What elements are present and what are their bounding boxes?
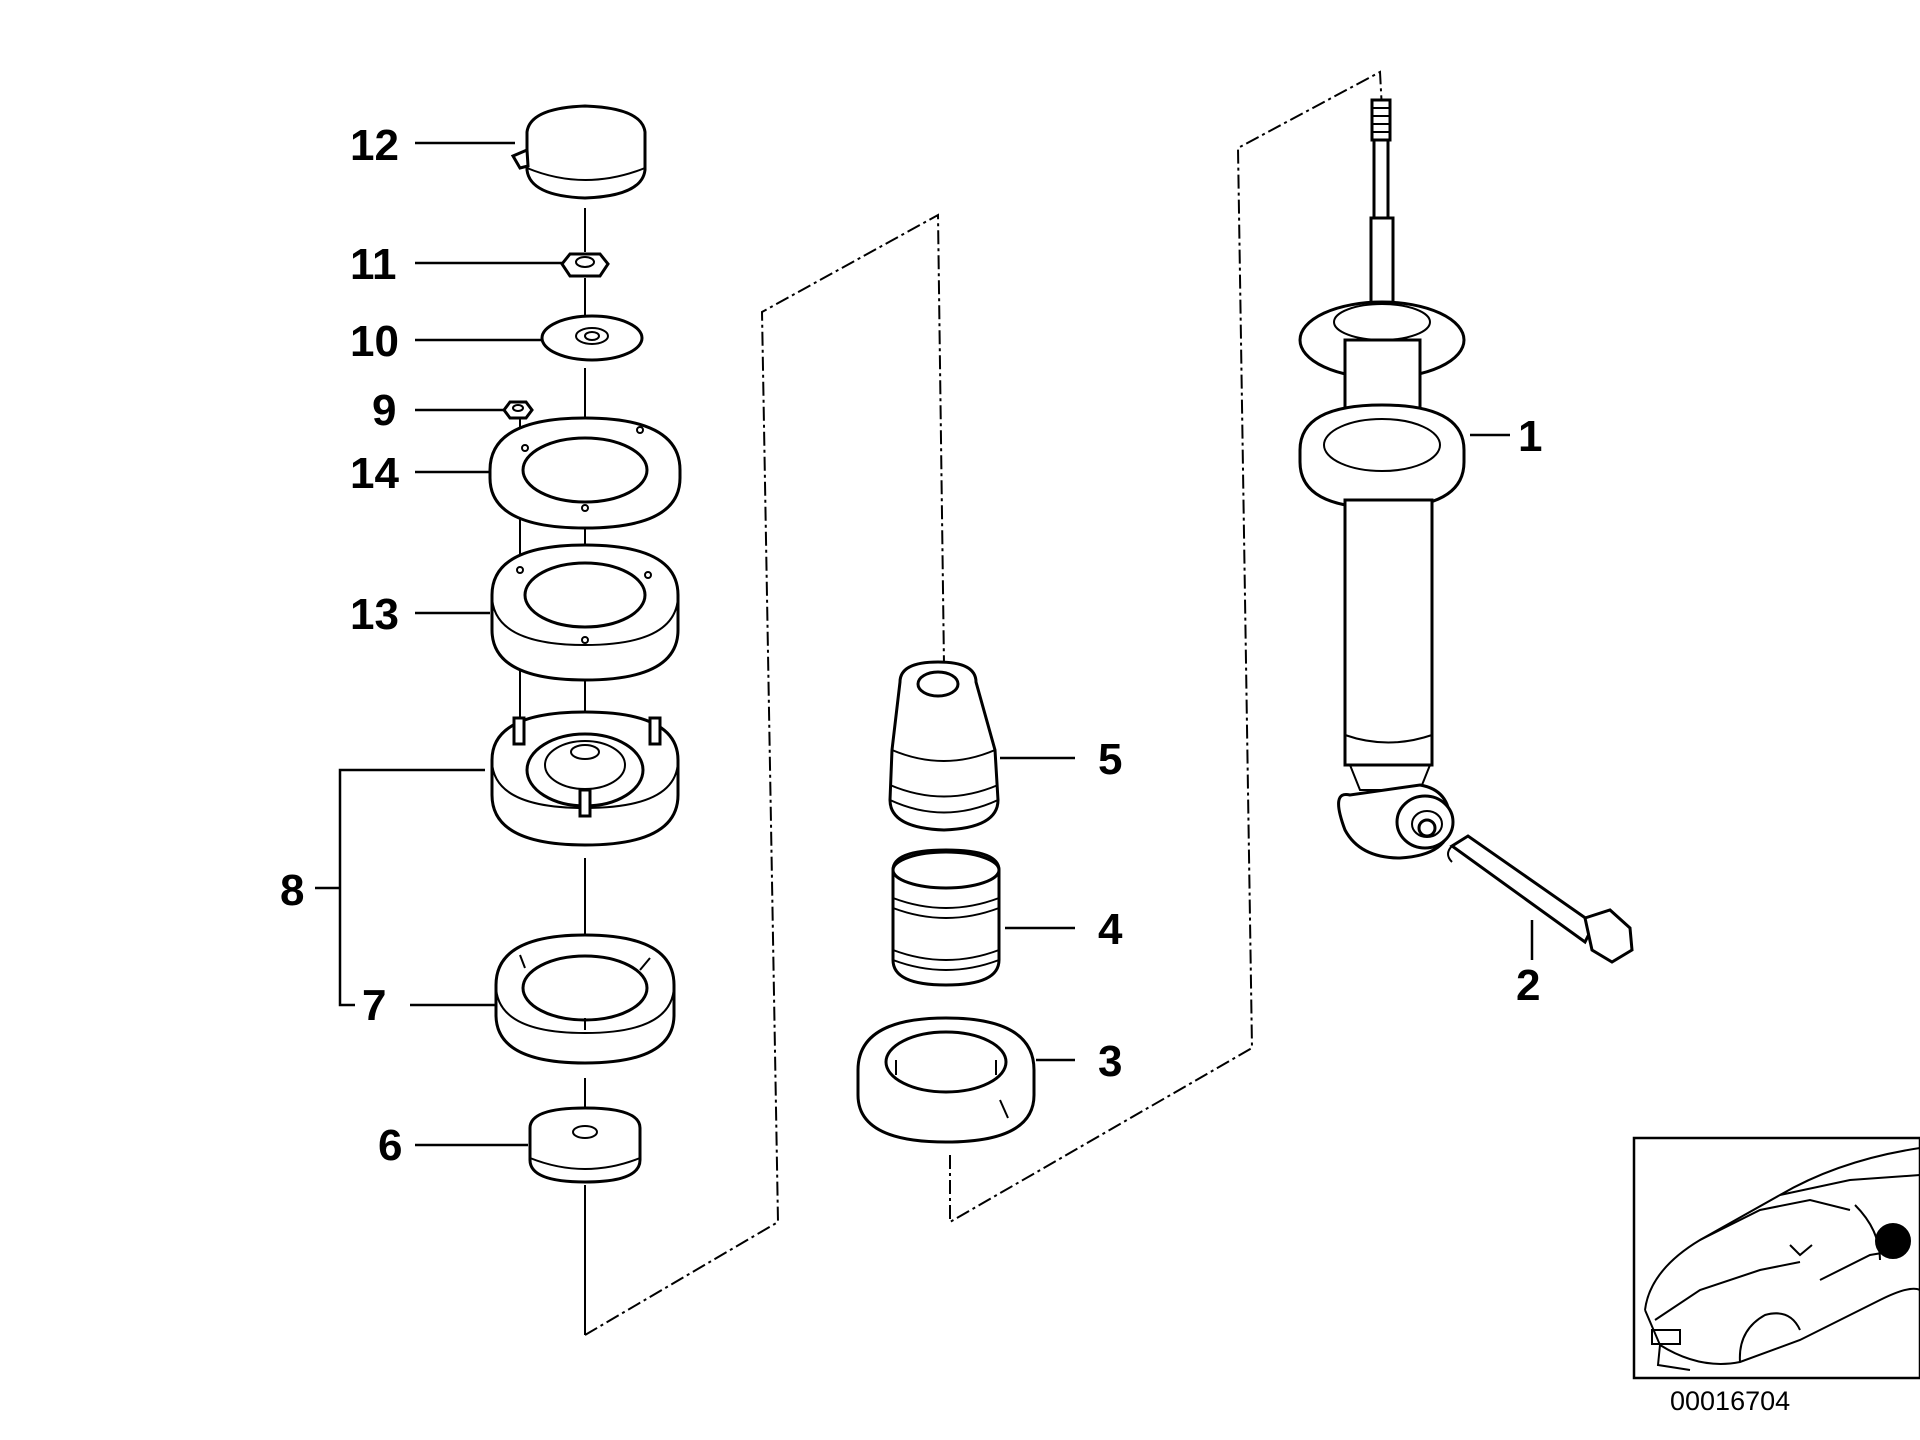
callout-1: 1 xyxy=(1518,412,1542,461)
callout-5: 5 xyxy=(1098,735,1122,784)
part-6-cup xyxy=(528,1106,642,1184)
callout-12: 12 xyxy=(350,121,399,170)
part-5-bump-stop xyxy=(888,660,1000,832)
part-4-protection-tube xyxy=(891,848,1001,987)
part-12-dust-cap xyxy=(510,104,647,200)
part-2-bolt xyxy=(1447,834,1634,964)
vehicle-locator-inset xyxy=(1632,1136,1920,1380)
part-9-small-nut xyxy=(502,400,534,420)
part-8-strut-mount xyxy=(490,710,680,847)
part-10-washer xyxy=(540,314,644,362)
part-11-nut xyxy=(560,252,610,278)
part-3-seat-ring xyxy=(856,1016,1036,1144)
part-1-shock-absorber xyxy=(1298,98,1466,860)
callout-11: 11 xyxy=(350,240,397,289)
callout-3: 3 xyxy=(1098,1037,1122,1086)
callout-10: 10 xyxy=(350,317,399,366)
assembly-dash-lines xyxy=(584,70,1383,1336)
part-14-support-plate xyxy=(488,416,682,530)
callout-9: 9 xyxy=(372,386,396,435)
callout-6: 6 xyxy=(378,1121,402,1170)
callout-2: 2 xyxy=(1516,961,1540,1010)
callout-14: 14 xyxy=(350,449,399,498)
leader-lines xyxy=(315,141,1534,1147)
callout-7: 7 xyxy=(362,981,386,1030)
locator-dot xyxy=(1875,1223,1911,1259)
callout-4: 4 xyxy=(1098,905,1123,954)
diagram-reference-number: 00016704 xyxy=(1670,1386,1790,1416)
part-7-lower-ring xyxy=(494,933,676,1065)
part-13-spacer-ring xyxy=(490,543,680,682)
callout-labels: 1 2 3 4 5 6 7 8 9 10 11 12 13 14 xyxy=(280,121,1542,1170)
callout-13: 13 xyxy=(350,590,399,639)
car-outline-icon xyxy=(1644,1147,1920,1371)
callout-8: 8 xyxy=(280,866,304,915)
